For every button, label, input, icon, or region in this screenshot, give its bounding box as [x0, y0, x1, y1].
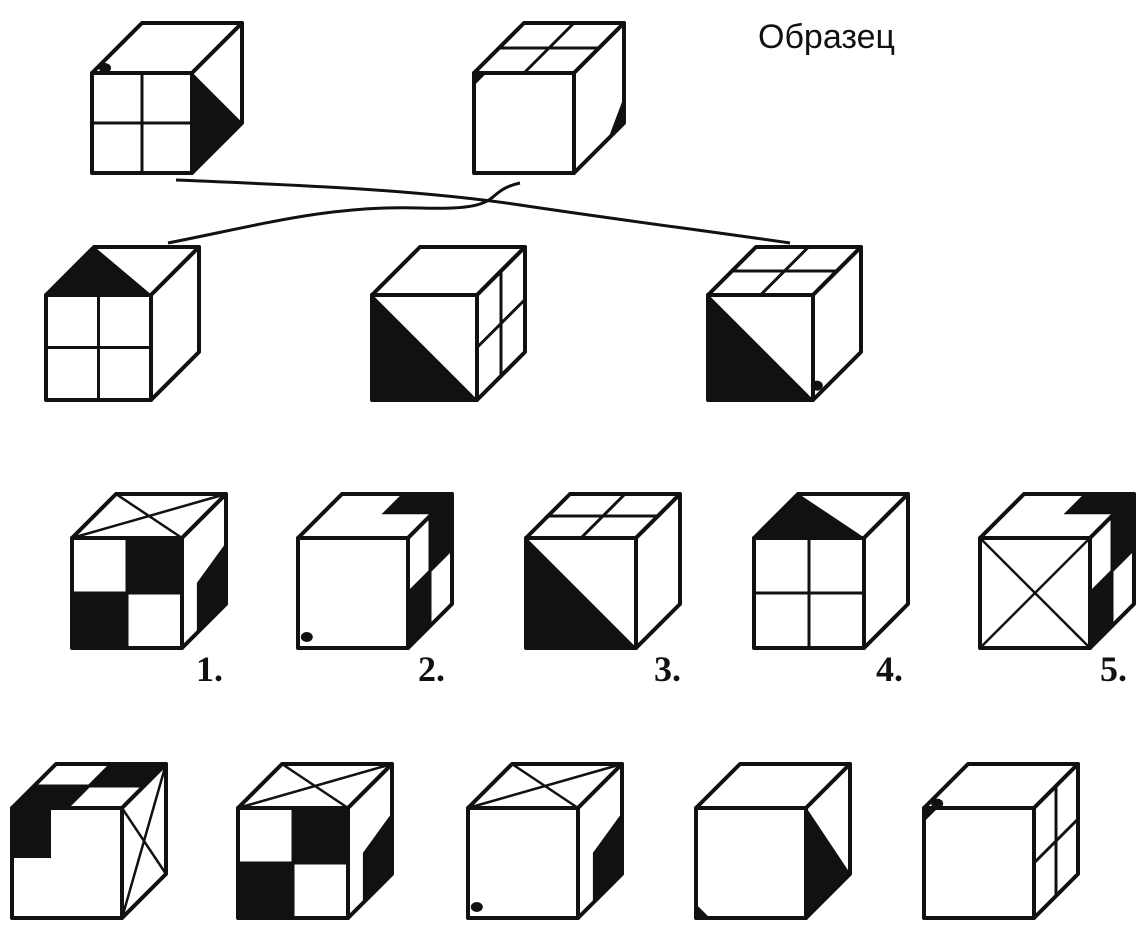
answer-cube-2	[298, 494, 452, 648]
answer-cube-row2-1	[12, 764, 166, 918]
connector-line-2	[168, 183, 520, 243]
front-dark-cell-a	[127, 538, 182, 593]
front-face	[924, 808, 1034, 918]
answer-number-5: 5.	[1100, 648, 1127, 690]
answer-cube-4	[754, 494, 908, 648]
top-dot	[99, 63, 111, 73]
sample-label: Образец	[758, 18, 895, 57]
front-dot	[471, 902, 483, 912]
answer-cube-row2-2	[238, 764, 392, 918]
front-dark-cell	[12, 808, 51, 858]
answer-cube-3	[526, 494, 680, 648]
answer-number-2: 2.	[418, 648, 445, 690]
answer-cube-row2-5	[924, 764, 1078, 918]
reference-cube-3	[708, 247, 861, 400]
front-face	[696, 808, 806, 918]
answer-number-3: 3.	[654, 648, 681, 690]
side-dot	[811, 381, 823, 391]
answer-cube-5	[980, 494, 1134, 648]
answer-number-4: 4.	[876, 648, 903, 690]
reference-cube-2	[372, 247, 525, 400]
front-dark-cell-b	[72, 593, 127, 648]
sample-cube-1	[92, 23, 242, 173]
front-face	[474, 73, 574, 173]
sample-cube-2	[474, 23, 624, 173]
answer-cube-1	[72, 494, 226, 648]
front-face	[468, 808, 578, 918]
front-dot	[301, 632, 313, 642]
front-dark-cell-a	[293, 808, 348, 863]
top-dot	[931, 799, 943, 809]
reference-cube-1	[46, 247, 199, 400]
answer-cube-row2-3	[468, 764, 622, 918]
answer-number-1: 1.	[196, 648, 223, 690]
front-face	[298, 538, 408, 648]
connector-line-1	[176, 180, 790, 243]
answer-cube-row2-4	[696, 764, 850, 918]
front-dark-cell-b	[238, 863, 293, 918]
